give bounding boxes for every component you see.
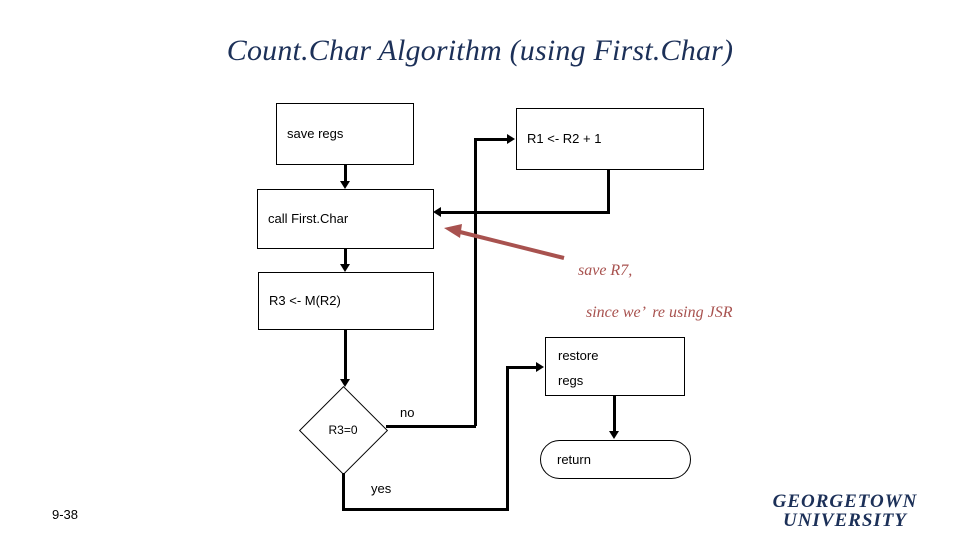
connector-r3mem-to-decision xyxy=(344,330,347,380)
connector-yes-to-restore xyxy=(506,366,537,369)
flow-node-decision-r3-zero[interactable]: R3=0 xyxy=(298,385,389,476)
arrowhead-down-to-call xyxy=(340,181,350,189)
arrowhead-right-to-restore xyxy=(536,362,544,372)
flow-node-save-regs-label: save regs xyxy=(287,126,344,141)
arrowhead-down-to-r3mem xyxy=(340,264,350,272)
flow-node-return[interactable]: return xyxy=(540,440,691,479)
arrowhead-down-to-decision xyxy=(340,379,350,387)
flow-node-restore-regs-label-line2: regs xyxy=(558,373,584,388)
flow-node-r1-update[interactable]: R1 <- R2 + 1 xyxy=(516,108,704,170)
connector-call-to-r3mem xyxy=(344,249,347,265)
flow-node-r1-update-label: R1 <- R2 + 1 xyxy=(527,131,602,146)
logo-line1: GEORGETOWN xyxy=(772,491,918,512)
flow-node-restore-regs-label-line1: restore xyxy=(558,348,599,363)
connector-riser-to-r1 xyxy=(474,138,508,141)
connector-restore-to-return xyxy=(613,396,616,432)
flow-node-return-label: return xyxy=(557,451,591,467)
georgetown-university-logo: GEORGETOWN UNIVERSITY xyxy=(752,492,938,530)
flow-node-decision-label: R3=0 xyxy=(328,423,358,437)
connector-loop-riser xyxy=(474,138,477,426)
connector-no-branch xyxy=(386,425,476,428)
connector-yes-down xyxy=(342,473,345,511)
annotation-line1: save R7, xyxy=(578,262,633,279)
connector-yes-up xyxy=(506,366,509,511)
slide-number: 9-38 xyxy=(52,507,79,522)
flow-node-r3-mem[interactable]: R3 <- M(R2) xyxy=(258,272,434,330)
page-title: Count.Char Algorithm (using First.Char) xyxy=(226,34,734,67)
edge-label-yes: yes xyxy=(371,481,392,496)
connector-r1-down xyxy=(607,170,610,214)
arrowhead-right-to-r1 xyxy=(507,134,515,144)
flow-node-restore-regs[interactable]: restore regs xyxy=(545,337,685,396)
annotation-save-r7: save R7, since we’ re using JSR xyxy=(562,239,732,344)
flow-node-call-firstchar[interactable]: call First.Char xyxy=(257,189,434,249)
edge-label-no: no xyxy=(400,405,415,420)
annotation-arrow-icon xyxy=(444,224,565,260)
logo-line2: UNIVERSITY xyxy=(782,510,908,531)
arrowhead-left-to-call xyxy=(433,207,441,217)
flow-node-call-firstchar-label: call First.Char xyxy=(268,211,349,226)
connector-saveregs-to-call xyxy=(344,165,347,182)
flow-node-r3-mem-label: R3 <- M(R2) xyxy=(269,293,341,308)
connector-yes-right xyxy=(342,508,509,511)
connector-r1-back-to-call xyxy=(441,211,610,214)
annotation-line2: since we’ re using JSR xyxy=(578,304,733,321)
flow-node-save-regs[interactable]: save regs xyxy=(276,103,414,165)
arrowhead-down-to-return xyxy=(609,431,619,439)
